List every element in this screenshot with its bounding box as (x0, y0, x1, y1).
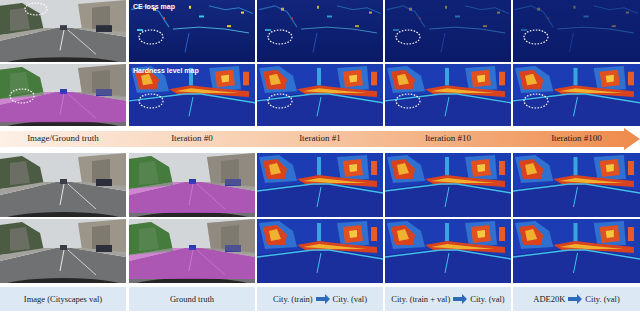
ce-loss-map (385, 0, 511, 62)
panel-label: Hardness level map (133, 67, 199, 74)
iteration-label: Iteration #0 (171, 133, 213, 143)
hardness-map (385, 219, 511, 283)
callout-ellipses (10, 3, 548, 108)
ce-loss-map (129, 0, 255, 62)
ground-truth (129, 219, 255, 296)
hardness-map (385, 64, 511, 126)
caption-text: City. (val) (470, 294, 504, 304)
iteration-label: Iteration #10 (425, 133, 471, 143)
street-photo (0, 0, 126, 75)
hardness-map (513, 64, 640, 126)
ground-truth (129, 153, 255, 230)
caption-text: Ground truth (170, 294, 214, 304)
iteration-band: Image/Ground truth Iteration #0 Iteration … (0, 128, 640, 150)
caption-box: ADE20K City. (val) (513, 287, 640, 311)
caption-box: City. (train) City. (val) (257, 287, 383, 311)
ce-loss-map (513, 0, 640, 62)
caption-box: Ground truth (129, 287, 255, 311)
hardness-map (257, 153, 383, 217)
hardness-map (129, 64, 255, 126)
caption-text: ADE20K (533, 294, 565, 304)
blue-arrow (452, 294, 468, 304)
caption-text: City. (train + val) (391, 294, 450, 304)
caption-box: City. (train + val) City. (val) (385, 287, 511, 311)
caption-text: City. (train) (273, 294, 313, 304)
map-dim (257, 0, 383, 62)
hardness-map (513, 153, 640, 217)
panel-label: CE loss map (133, 3, 175, 10)
caption-text: City. (val) (333, 294, 367, 304)
street-photo (0, 153, 126, 230)
blue-arrow (567, 294, 583, 304)
iteration-label: Iteration #100 (551, 133, 602, 143)
caption-box: Image (Cityscapes val) (0, 287, 126, 311)
ground-truth (0, 64, 126, 139)
iteration-label: Iteration #1 (299, 133, 341, 143)
hardness-map (257, 64, 383, 126)
hardness-map (385, 153, 511, 217)
caption-text: Image (Cityscapes val) (24, 294, 102, 304)
street-photo (0, 219, 126, 296)
caption-text: City. (val) (585, 294, 619, 304)
map-dim (513, 0, 640, 62)
hardness-map (513, 219, 640, 283)
ce-loss-map (257, 0, 383, 62)
map-dim (385, 0, 511, 62)
iteration-label: Image/Ground truth (27, 133, 99, 143)
blue-arrow (315, 294, 331, 304)
hardness-map (257, 219, 383, 283)
